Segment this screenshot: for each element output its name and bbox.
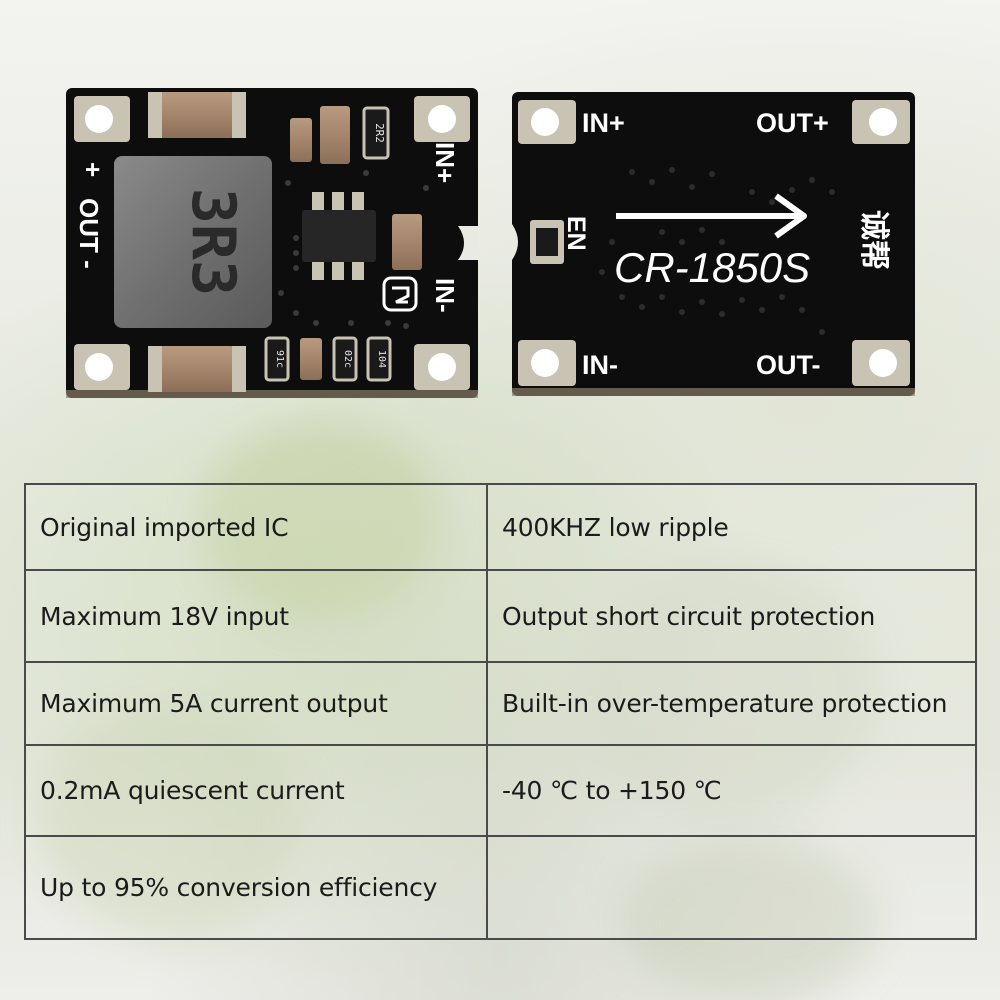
spec-cell: Output short circuit protection xyxy=(486,569,977,663)
spec-cell: 0.2mA quiescent current xyxy=(24,744,488,837)
spec-cell: 400KHZ low ripple xyxy=(486,483,977,571)
capacitor xyxy=(158,346,236,392)
label-out-minus: OUT - xyxy=(74,198,104,269)
label-en: EN xyxy=(562,216,590,251)
spec-cell: Maximum 18V input xyxy=(24,569,488,663)
brand-mark: 诚帮 xyxy=(856,210,891,270)
pcb-body xyxy=(512,92,915,396)
spec-cell xyxy=(486,835,977,940)
svg-text:91c: 91c xyxy=(274,350,285,368)
label-in-minus: IN- xyxy=(582,350,618,380)
inductor-marking: 3R3 xyxy=(178,188,248,296)
label-out-minus: OUT- xyxy=(756,350,821,380)
spec-table: Original imported IC 400KHZ low ripple M… xyxy=(24,483,977,940)
label-in-plus: IN+ xyxy=(430,142,460,183)
model-number: CR-1850S xyxy=(614,244,810,291)
label-in-minus: IN- xyxy=(430,278,460,313)
label-in-plus: IN+ xyxy=(582,108,625,138)
small-capacitors xyxy=(264,336,392,382)
spec-cell: Built-in over-temperature protection xyxy=(486,661,977,746)
inductor xyxy=(114,156,272,328)
spec-cell: Maximum 5A current output xyxy=(24,661,488,746)
svg-text:104: 104 xyxy=(376,350,387,368)
pcb-front-image: 3R3 2R2 91c 02c 104 xyxy=(66,88,478,398)
spec-cell: Original imported IC xyxy=(24,483,488,571)
table-row: Up to 95% conversion efficiency xyxy=(24,835,977,940)
table-row: Maximum 5A current output Built-in over-… xyxy=(24,661,977,746)
resistor-marking: 2R2 xyxy=(373,123,386,143)
brand-logo xyxy=(382,276,418,312)
table-row: 0.2mA quiescent current -40 ℃ to +150 ℃ xyxy=(24,744,977,837)
label-plus: + xyxy=(78,162,108,177)
table-row: Original imported IC 400KHZ low ripple xyxy=(24,483,977,571)
capacitor xyxy=(158,92,236,138)
svg-text:02c: 02c xyxy=(342,350,353,368)
table-row: Maximum 18V input Output short circuit p… xyxy=(24,569,977,663)
spec-cell: Up to 95% conversion efficiency xyxy=(24,835,488,940)
label-out-plus: OUT+ xyxy=(756,108,829,138)
ic-chip xyxy=(302,192,376,280)
arrow-right-icon xyxy=(616,193,807,239)
pcb-back-image: IN+ OUT+ IN- OUT- EN CR-1850S 诚帮 xyxy=(512,92,915,396)
spec-cell: -40 ℃ to +150 ℃ xyxy=(486,744,977,837)
